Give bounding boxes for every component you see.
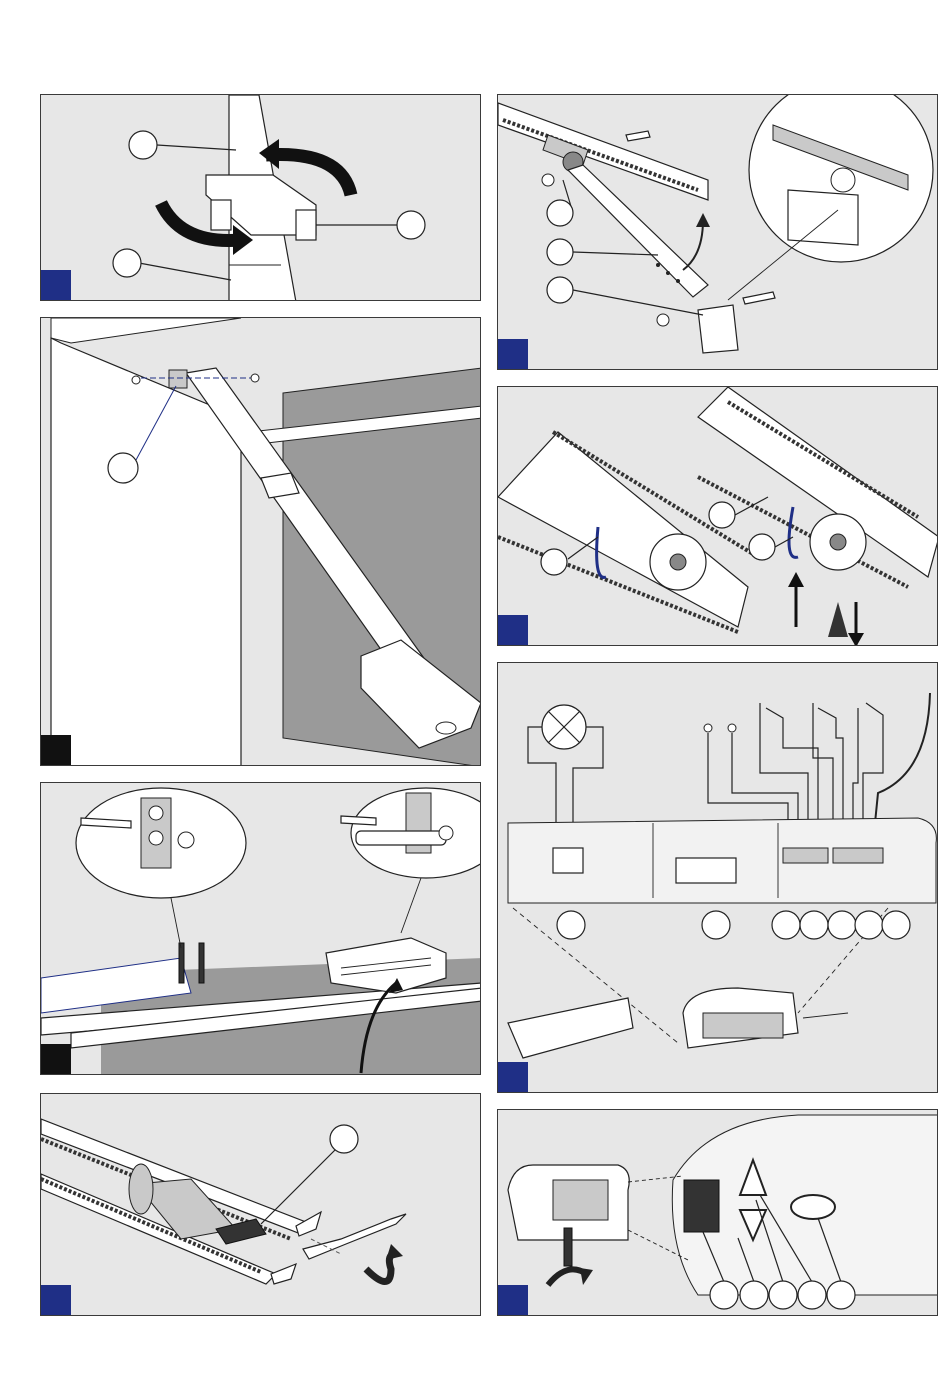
panel-control-panel (497, 1109, 938, 1316)
callout-terminal-3 (828, 911, 856, 939)
callout-bracket (547, 277, 573, 303)
callout-terminal-1 (772, 911, 800, 939)
bolt-bottom (743, 292, 775, 304)
connector-block (676, 858, 736, 883)
callout-header-bracket (108, 453, 138, 483)
panel-wiring (497, 662, 938, 1093)
callout-connector (702, 911, 730, 939)
panel-arm-to-header (40, 317, 481, 766)
callout-spring-nut (330, 1125, 358, 1153)
arm-link-illustration (498, 95, 938, 370)
step-badge (498, 1062, 528, 1092)
wiring-illustration (498, 663, 938, 1093)
step-badge (41, 1044, 71, 1074)
trolley-release-illustration (498, 387, 938, 646)
callout-pole (129, 131, 157, 159)
callout-display (710, 1281, 738, 1309)
callout-terminal-4 (855, 911, 883, 939)
callout-slot (709, 502, 735, 528)
clamp-ear-right (296, 210, 316, 240)
panel-rail-mounting (40, 782, 481, 1075)
step-badge (498, 339, 528, 369)
panel-trolley-release (497, 386, 938, 646)
callout-lamp-terminals (557, 911, 585, 939)
callout-arm (547, 239, 573, 265)
panel-bracket-rotation (40, 94, 481, 301)
control-panel-illustration (498, 1110, 938, 1316)
callout-bracket (397, 211, 425, 239)
rail-mounting-illustration (41, 783, 481, 1075)
clamp-ear-left (211, 200, 231, 230)
callout-down (769, 1281, 797, 1309)
callout-up (798, 1281, 826, 1309)
release-handle (828, 602, 848, 637)
panel-chain-tension (40, 1093, 481, 1316)
callout-pivot (547, 200, 573, 226)
seven-segment-display (684, 1180, 719, 1232)
panel-arm-link (497, 94, 938, 370)
callout-terminal-2 (800, 911, 828, 939)
door-bracket (698, 305, 738, 353)
callout-terminal-5 (882, 911, 910, 939)
bolt-top (626, 131, 650, 141)
step-badge (41, 1285, 71, 1315)
step-badge (41, 270, 71, 300)
callout-dot (740, 1281, 768, 1309)
bracket-rotation-illustration (41, 95, 481, 301)
callout-release-right (749, 534, 775, 560)
step-badge (41, 735, 71, 765)
step-badge (498, 615, 528, 645)
lamp-holder-detail (508, 998, 633, 1058)
set-button-icon (791, 1195, 835, 1219)
arm-header-illustration (41, 318, 481, 766)
callout-sleeve (113, 249, 141, 277)
chain-tension-illustration (41, 1094, 481, 1316)
callout-set (827, 1281, 855, 1309)
step-badge (498, 1285, 528, 1315)
callout-release-left (541, 549, 567, 575)
